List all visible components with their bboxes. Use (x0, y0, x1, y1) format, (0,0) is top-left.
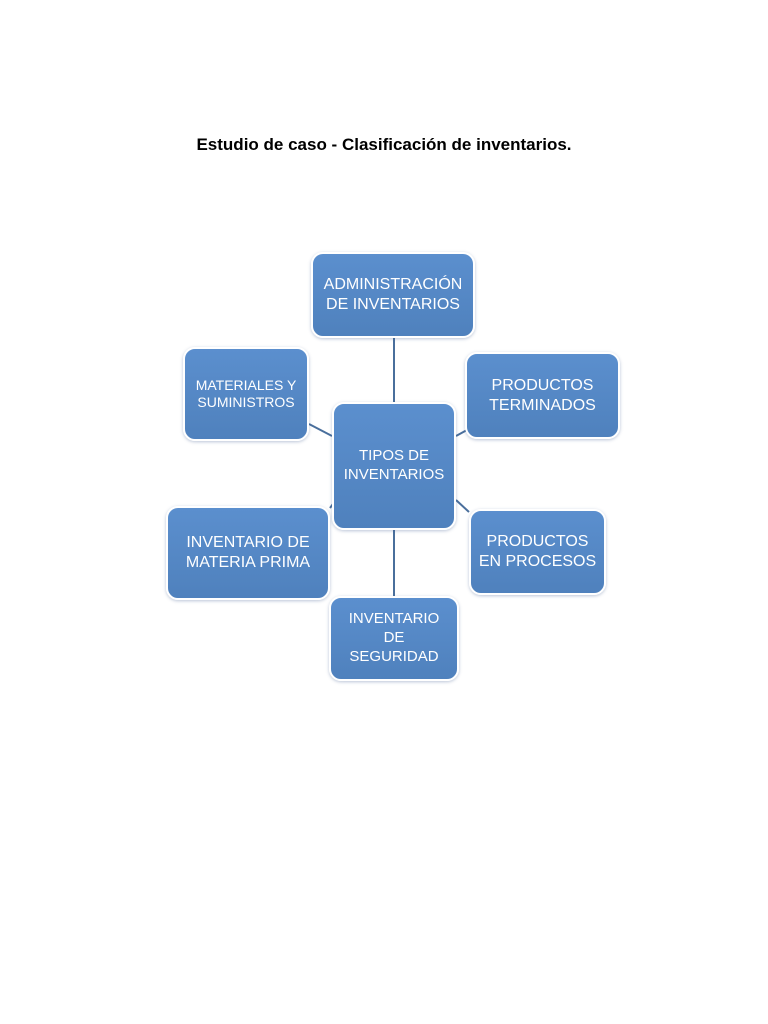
node-inventario-de-materia-prima: INVENTARIO DE MATERIA PRIMA (166, 506, 330, 600)
node-label: MATERIALES Y SUMINISTROS (195, 376, 297, 411)
node-productos-terminados: PRODUCTOS TERMINADOS (465, 352, 620, 439)
node-label: ADMINISTRACIÓN DE INVENTARIOS (323, 276, 463, 313)
page-title: Estudio de caso - Clasificación de inven… (196, 135, 572, 154)
node-administracion-de-inventarios: ADMINISTRACIÓN DE INVENTARIOS (311, 252, 475, 338)
node-materiales-y-suministros: MATERIALES Y SUMINISTROS (183, 347, 309, 441)
node-productos-en-procesos: PRODUCTOS EN PROCESOS (469, 509, 606, 595)
connector-upper-left (308, 423, 333, 437)
node-inventario-de-seguridad: INVENTARIO DE SEGURIDAD (329, 596, 459, 681)
node-tipos-de-inventarios: TIPOS DE INVENTARIOS (332, 402, 456, 530)
node-label: PRODUCTOS EN PROCESOS (478, 533, 597, 570)
node-label: INVENTARIO DE SEGURIDAD (348, 610, 440, 665)
connector-lower-right (455, 499, 470, 513)
node-label: PRODUCTOS TERMINADOS (489, 376, 596, 414)
node-label: INVENTARIO DE MATERIA PRIMA (185, 534, 311, 571)
node-label: TIPOS DE INVENTARIOS (343, 447, 445, 483)
